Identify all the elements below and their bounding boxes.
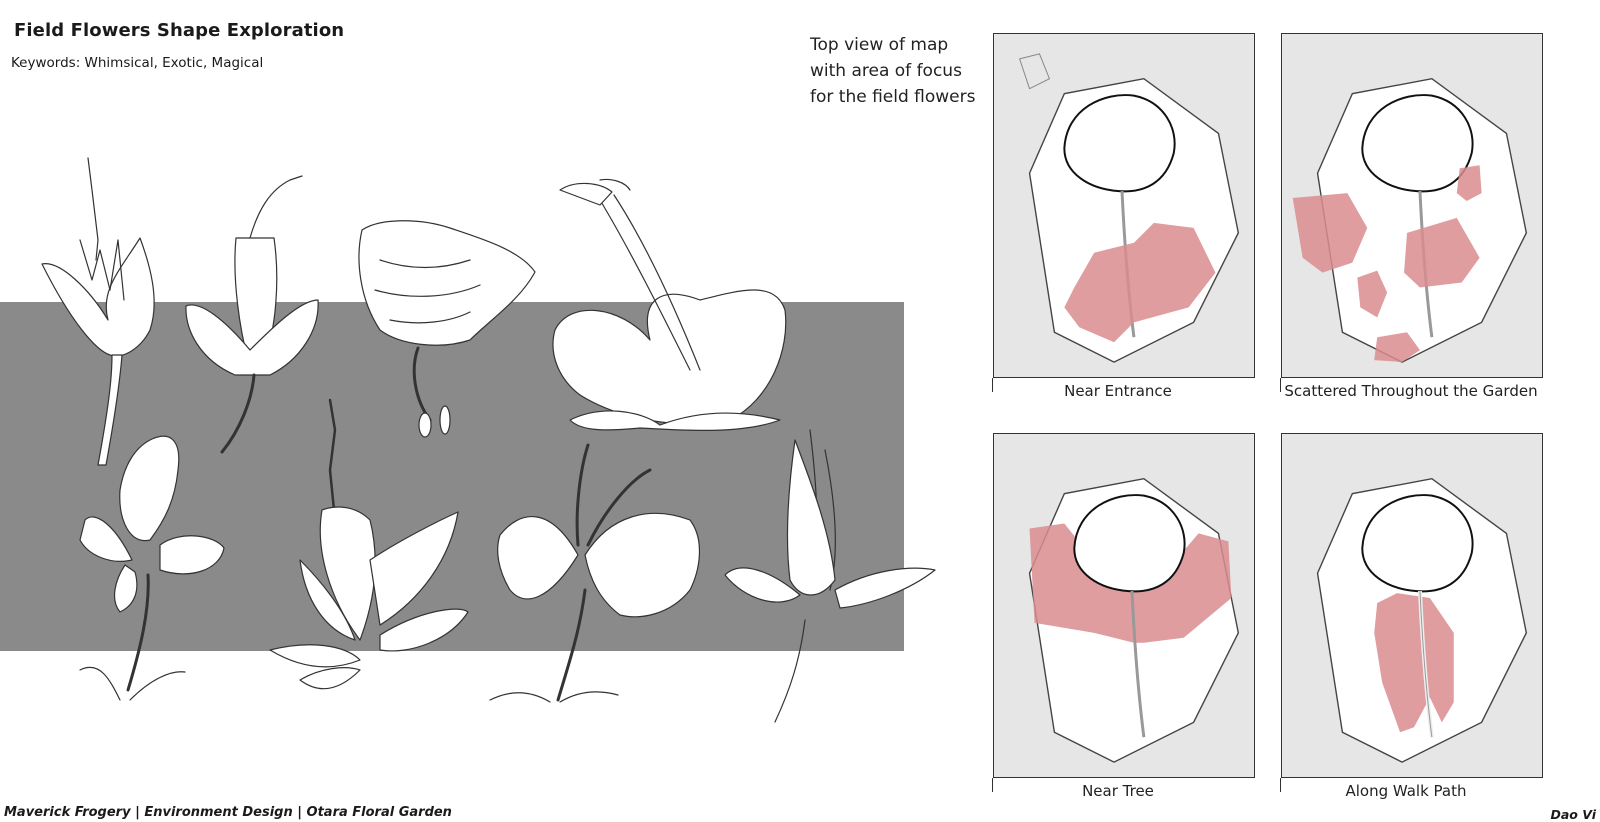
map-label: Near Tree <box>1082 782 1154 800</box>
map-label: Scattered Throughout the Garden <box>1284 382 1538 400</box>
frame-rule <box>1280 778 1281 792</box>
map-frame <box>1281 33 1543 378</box>
footer-author: Dao Vi <box>1550 807 1597 822</box>
map-panel-walk-path: Along Walk Path <box>1280 433 1543 800</box>
map-illustration <box>1282 434 1542 777</box>
map-caption-line-1: Top view of map <box>810 35 949 55</box>
map-label: Along Walk Path <box>1345 782 1467 800</box>
flower-sketch-6 <box>269 398 469 690</box>
map-illustration <box>994 34 1254 377</box>
map-frame <box>993 33 1255 378</box>
map-illustration <box>994 434 1254 777</box>
flower-sketch-7 <box>489 443 701 703</box>
map-panel-near-entrance: Near Entrance <box>992 33 1255 400</box>
frame-rule <box>992 378 993 392</box>
map-panel-near-tree: Near Tree <box>992 433 1255 800</box>
flower-sketches <box>41 157 936 723</box>
map-caption: Top view of map with area of focus for t… <box>810 32 975 110</box>
map-caption-line-2: with area of focus <box>810 61 962 81</box>
frame-rule <box>992 778 993 792</box>
flower-sketch-2 <box>185 175 319 454</box>
footer-credits: Maverick Frogery | Environment Design | … <box>4 805 452 820</box>
map-illustration <box>1282 34 1542 377</box>
map-frame <box>1281 433 1543 778</box>
keywords-text: Keywords: Whimsical, Exotic, Magical <box>11 55 264 71</box>
flower-sketch-5 <box>79 435 225 701</box>
map-frame <box>993 433 1255 778</box>
map-caption-line-3: for the field flowers <box>810 87 976 107</box>
page-title: Field Flowers Shape Exploration <box>14 20 345 41</box>
flower-sketch-1 <box>41 157 155 466</box>
map-panel-scattered: Scattered Throughout the Garden <box>1280 33 1543 400</box>
map-label: Near Entrance <box>1064 382 1172 400</box>
frame-rule <box>1280 378 1281 392</box>
flower-sketch-8 <box>724 429 936 723</box>
flower-sketch-3 <box>358 220 536 438</box>
flower-sketch-4 <box>552 178 787 431</box>
